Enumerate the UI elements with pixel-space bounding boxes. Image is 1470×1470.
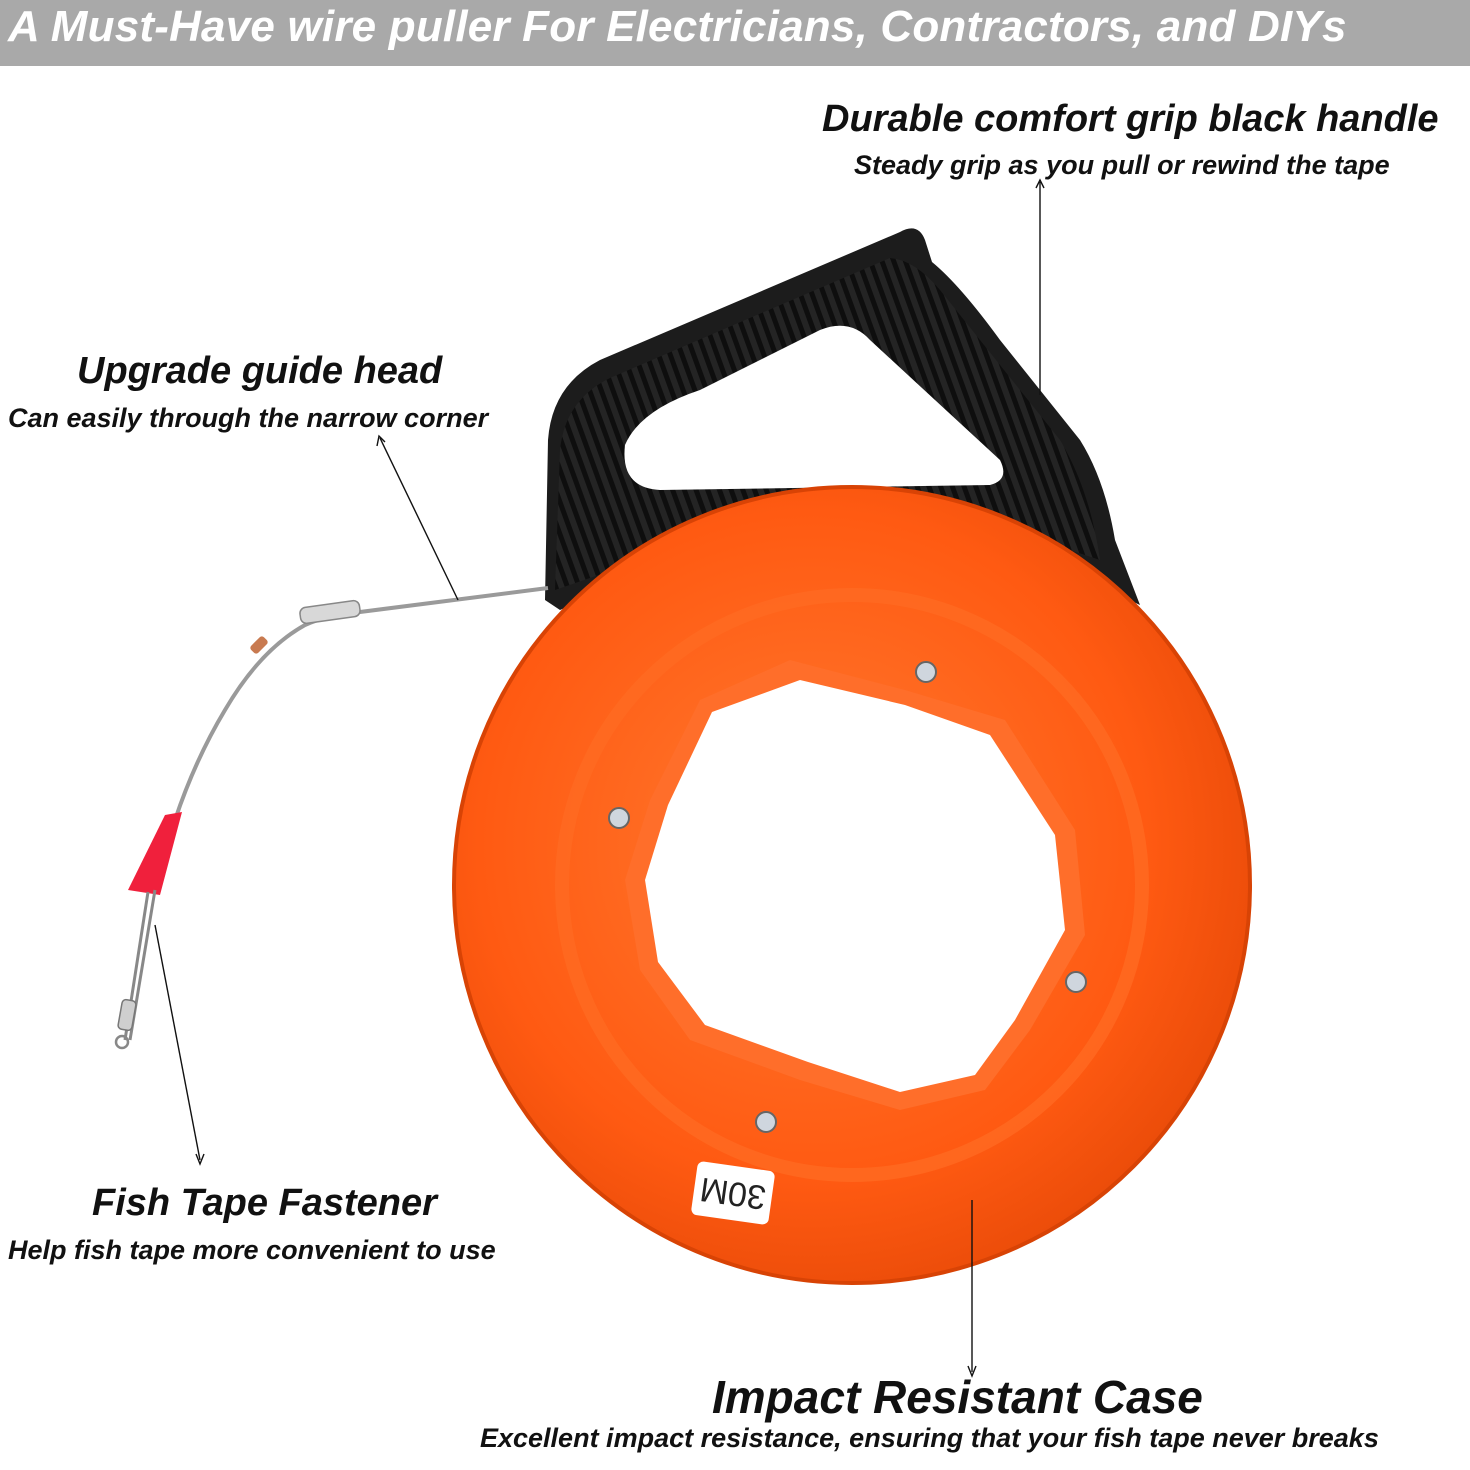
case-callout-subtitle: Excellent impact resistance, ensuring th…: [480, 1423, 1379, 1453]
fastener-callout-subtitle: Help fish tape more convenient to use: [8, 1235, 496, 1265]
header-banner: A Must-Have wire puller For Electricians…: [0, 0, 1470, 66]
guide-head-callout-title: Upgrade guide head: [77, 350, 443, 392]
pointer-lines: [154, 178, 1045, 1378]
handle-callout-subtitle: Steady grip as you pull or rewind the ta…: [854, 150, 1390, 180]
fastener-callout-title: Fish Tape Fastener: [92, 1182, 437, 1224]
handle-callout-title: Durable comfort grip black handle: [822, 98, 1439, 140]
guide-head-callout-subtitle: Can easily through the narrow corner: [8, 403, 489, 433]
case-callout-title: Impact Resistant Case: [712, 1371, 1203, 1423]
reel-case-icon: [452, 485, 1252, 1285]
banner-title: A Must-Have wire puller For Electricians…: [8, 2, 1347, 51]
length-label: 30M: [690, 1160, 776, 1226]
fish-tape-wire-icon: [114, 586, 549, 1050]
